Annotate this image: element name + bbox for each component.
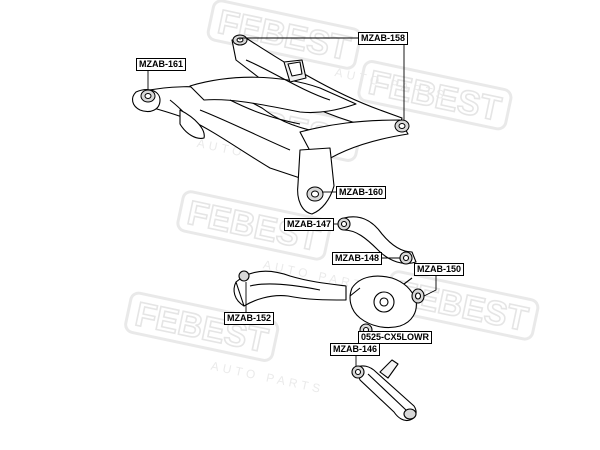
lower-control-arm	[351, 359, 417, 422]
part-label-mzab-148[interactable]: MZAB-148	[332, 252, 383, 265]
part-label-mzab-146[interactable]: MZAB-146	[330, 343, 381, 356]
leader-lines	[147, 37, 437, 366]
subframe-bushings	[140, 34, 410, 202]
rear-subframe	[131, 37, 409, 215]
trailing-arm	[233, 270, 347, 307]
svg-text:AUTO PARTS: AUTO PARTS	[210, 359, 326, 397]
part-label-mzab-152[interactable]: MZAB-152	[224, 312, 275, 325]
part-label-mzab-158[interactable]: MZAB-158	[358, 32, 409, 45]
upper-control-arm	[337, 216, 417, 265]
part-label-mzab-161[interactable]: MZAB-161	[136, 58, 187, 71]
watermark-logo: FEBEST AUTO PARTS	[124, 291, 326, 397]
part-label-mzab-160[interactable]: MZAB-160	[336, 186, 387, 199]
rear-knuckle	[349, 275, 425, 337]
part-label-mzab-150[interactable]: MZAB-150	[414, 263, 465, 276]
part-label-mzab-147[interactable]: MZAB-147	[284, 218, 335, 231]
part-label-0525-cx5lowr[interactable]: 0525-CX5LOWR	[358, 331, 433, 344]
